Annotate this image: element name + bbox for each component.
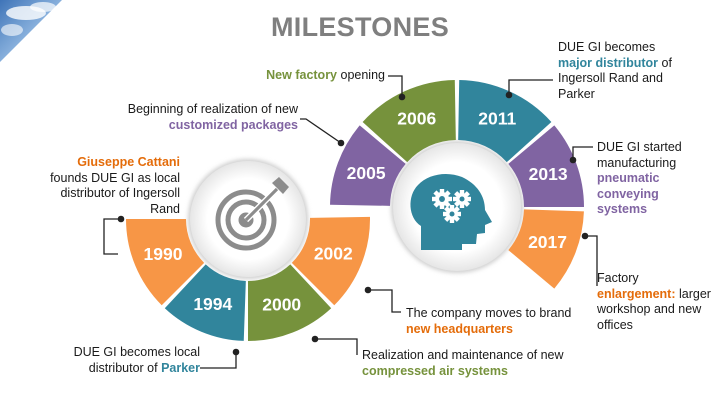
note-2017-highlight: enlargement: <box>597 286 676 301</box>
note-2011-text: DUE GI becomes <box>558 40 656 54</box>
note-1994: DUE GI becomes local distributor of Park… <box>30 345 200 376</box>
note-2013-text: DUE GI started manufacturing <box>597 140 682 170</box>
target-icon <box>215 177 289 251</box>
leader-dot-2005 <box>337 139 345 147</box>
note-1994-text: DUE GI becomes local distributor of <box>73 345 200 375</box>
leader-dots <box>117 91 589 356</box>
note-2011-text-after: of Ingersoll Rand and Parker <box>558 55 672 101</box>
note-1990-text: founds DUE GI as local distributor of In… <box>50 170 180 216</box>
note-2006-text: opening <box>340 68 386 82</box>
note-2005: Beginning of realization of new customiz… <box>120 102 298 133</box>
leader-dot-2013 <box>569 156 577 164</box>
note-2000: Realization and maintenance of new compr… <box>362 348 602 379</box>
leader-line-2002 <box>368 289 401 313</box>
year-label-2017: 2017 <box>528 232 567 252</box>
note-2000-highlight: compressed air systems <box>362 363 508 378</box>
note-2005-text: Beginning of realization of new <box>127 102 298 116</box>
leader-dot-2002 <box>364 286 372 294</box>
leader-line-2000 <box>315 338 358 355</box>
segment-1990 <box>126 219 205 306</box>
year-label-1990: 1990 <box>144 244 183 264</box>
leader-dot-2011 <box>505 91 513 99</box>
note-1990-highlight: Giuseppe Cattani <box>77 155 180 169</box>
leader-line-2006 <box>388 75 403 97</box>
leader-lines <box>103 75 598 369</box>
year-label-2006: 2006 <box>397 109 436 129</box>
leader-dot-1994 <box>232 348 240 356</box>
page-title: MILESTONES <box>270 12 450 42</box>
leader-dot-1990 <box>117 215 125 223</box>
note-2006-highlight: New factory <box>266 68 338 82</box>
segment-1994 <box>164 264 246 341</box>
note-2005-highlight: customized packages <box>168 117 298 132</box>
segment-2002 <box>291 216 370 306</box>
note-2011: DUE GI becomes major distributor of Inge… <box>558 40 678 102</box>
segment-2013 <box>508 125 584 207</box>
leader-line-1994 <box>200 352 237 369</box>
head-gears-icon <box>410 173 492 250</box>
note-1990: Giuseppe Cattani founds DUE GI as local … <box>28 155 180 217</box>
note-1994-highlight: Parker <box>161 360 200 375</box>
segment-2006 <box>362 80 456 163</box>
note-2002-highlight: new headquarters <box>406 321 513 336</box>
note-2000-text: Realization and maintenance of new <box>362 348 564 362</box>
year-label-2013: 2013 <box>529 164 568 184</box>
note-2013-highlight: pneumatic conveying systems <box>597 171 660 216</box>
year-label-2005: 2005 <box>347 163 386 183</box>
year-label-2011: 2011 <box>478 109 516 129</box>
leader-line-2013 <box>572 146 593 160</box>
note-2006: New factory opening <box>200 68 385 84</box>
note-2002: The company moves to brand new headquart… <box>406 306 581 337</box>
year-label-1994: 1994 <box>193 294 232 314</box>
timeline-ring: 1990 1994 2000 2002 2005 2006 2011 2013 2017 <box>126 80 584 341</box>
sky-clouds-image <box>0 0 62 62</box>
note-2013: DUE GI started manufacturing pneumatic c… <box>597 140 702 218</box>
leader-line-1990 <box>103 218 121 255</box>
leader-dot-2000 <box>311 335 319 343</box>
leader-dot-2017 <box>581 232 589 240</box>
year-label-2002: 2002 <box>314 243 353 263</box>
segment-2017 <box>508 209 584 289</box>
leader-dot-2006 <box>398 93 406 101</box>
leader-line-2011 <box>508 79 553 95</box>
note-2002-text: The company moves to brand <box>406 306 572 320</box>
note-2017: Factory enlargement: larger workshop and… <box>597 271 717 333</box>
year-label-2000: 2000 <box>262 295 301 315</box>
note-2017-text: Factory <box>597 271 639 285</box>
note-2017-text-after: larger workshop and new offices <box>597 286 711 332</box>
segment-2000 <box>248 264 332 341</box>
leader-line-2005 <box>300 118 342 144</box>
segment-2011 <box>458 80 552 163</box>
note-2011-highlight: major distributor <box>558 55 659 70</box>
leader-line-2017 <box>585 235 598 286</box>
segment-2005 <box>330 125 406 206</box>
